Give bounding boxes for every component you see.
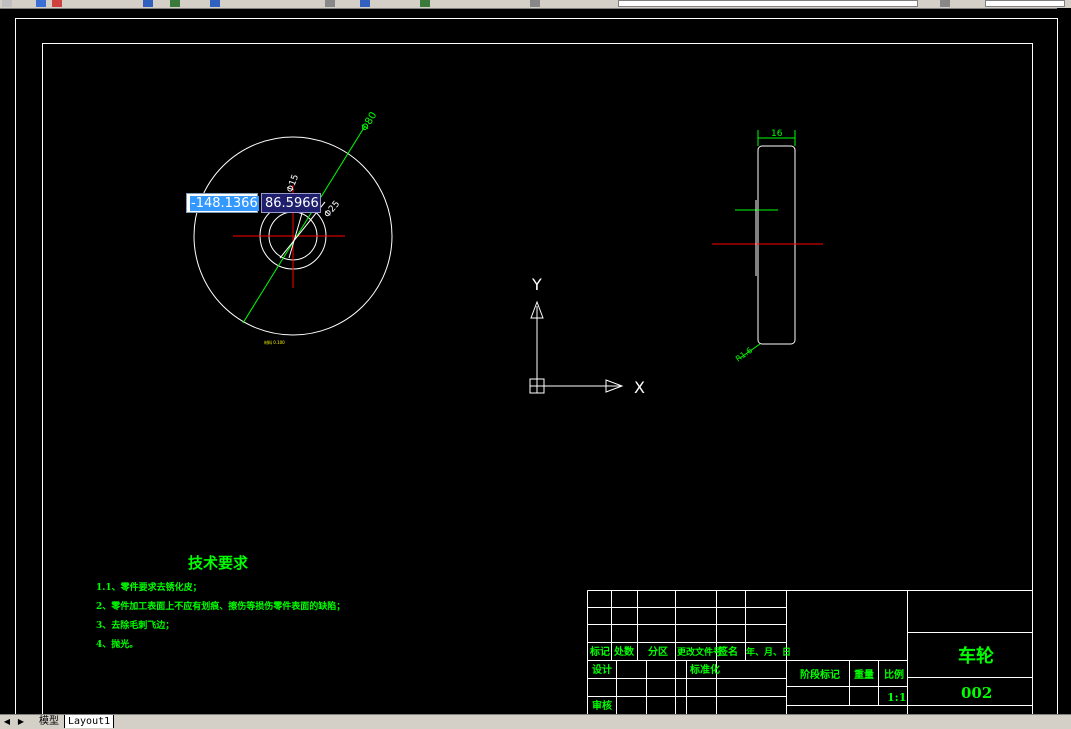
open-icon[interactable] xyxy=(36,0,46,7)
sheet-border-outer xyxy=(15,18,1058,714)
tb-design: 设计 xyxy=(592,663,612,676)
properties-icon[interactable] xyxy=(420,0,430,7)
ucs-icon: Y X xyxy=(529,275,645,397)
dim-hub-label: Φ25 xyxy=(323,199,343,220)
tech-line: 1.1、零件要求去锈化皮； xyxy=(96,583,202,593)
tab-model[interactable]: 模型 xyxy=(39,716,59,727)
tb-review: 审核 xyxy=(592,699,612,712)
tab-next-icon[interactable]: ▶ xyxy=(17,717,25,726)
coordinate-x-input[interactable]: -148.1366 xyxy=(186,193,259,213)
drawing-canvas[interactable]: Φ80 Φ25 Φ15 材料 0.100 16 R1.6 Y X xyxy=(0,9,1071,714)
side-view: 16 R1.6 xyxy=(712,129,823,364)
wheel-outer-circle xyxy=(193,136,393,336)
zoom-icon[interactable] xyxy=(360,0,370,7)
tb-zone: 分区 xyxy=(648,645,668,658)
pan-icon[interactable] xyxy=(325,0,335,7)
wheel-side-outline xyxy=(757,145,796,345)
dim-bore-label: Φ15 xyxy=(285,173,301,194)
tab-layout1[interactable]: Layout1 xyxy=(64,715,115,728)
coordinate-y-input[interactable]: 86.5966 xyxy=(261,193,321,213)
tech-title: 技术要求 xyxy=(188,554,249,572)
tb-part-name: 车轮 xyxy=(958,645,994,667)
layer-icon[interactable] xyxy=(530,0,540,7)
print-icon[interactable] xyxy=(143,0,153,7)
radius-leader xyxy=(739,343,761,359)
tb-weight: 重量 xyxy=(854,668,874,681)
vertical-scrollbar[interactable] xyxy=(1057,8,1071,714)
ucs-x-label: X xyxy=(634,378,645,397)
ucs-y-label: Y xyxy=(531,275,542,294)
coordinate-x-value: -148.1366 xyxy=(190,196,259,211)
dimension-diameter-line xyxy=(242,125,366,324)
new-icon[interactable] xyxy=(2,0,12,7)
tb-date: 年、月、日 xyxy=(746,646,791,658)
dimension-bore-line xyxy=(288,209,304,259)
dim-radius-label: R1.6 xyxy=(734,346,754,364)
tb-scale-header: 比例 xyxy=(884,668,904,681)
tech-line: 2、零件加工表面上不应有划痕、擦伤等损伤零件表面的缺陷； xyxy=(96,602,346,612)
title-block xyxy=(587,590,1032,714)
redo-icon[interactable] xyxy=(210,0,220,7)
style-icon[interactable] xyxy=(940,0,950,7)
tech-line: 3、去除毛刺飞边； xyxy=(96,621,175,631)
layer-select[interactable] xyxy=(618,0,918,7)
tab-prev-icon[interactable]: ◀ xyxy=(3,717,11,726)
dim-diameter-label: Φ80 xyxy=(359,110,379,133)
tb-sign: 签名 xyxy=(717,645,738,658)
tb-mark: 标记 xyxy=(589,645,610,658)
tb-stage: 阶段标记 xyxy=(800,668,840,681)
save-icon[interactable] xyxy=(52,0,62,7)
tb-part-code: 002 xyxy=(961,684,992,702)
tb-docno: 更改文件号 xyxy=(677,646,722,658)
tb-count: 处数 xyxy=(613,645,635,658)
circle-note: 材料 0.100 xyxy=(264,339,285,345)
layout-tab-bar: ◀ ▶ 模型 Layout1 xyxy=(0,714,1071,729)
style-select[interactable] xyxy=(985,0,1065,7)
tb-standard: 标准化 xyxy=(689,663,720,676)
sheet-border-inner xyxy=(42,43,1033,714)
dim-width-label: 16 xyxy=(771,129,783,139)
toolbar xyxy=(0,0,1071,9)
tech-line: 4、抛光。 xyxy=(96,640,139,650)
front-view: Φ80 Φ25 Φ15 材料 0.100 xyxy=(193,110,393,345)
tb-scale: 1:1 xyxy=(887,691,906,704)
undo-icon[interactable] xyxy=(170,0,180,7)
